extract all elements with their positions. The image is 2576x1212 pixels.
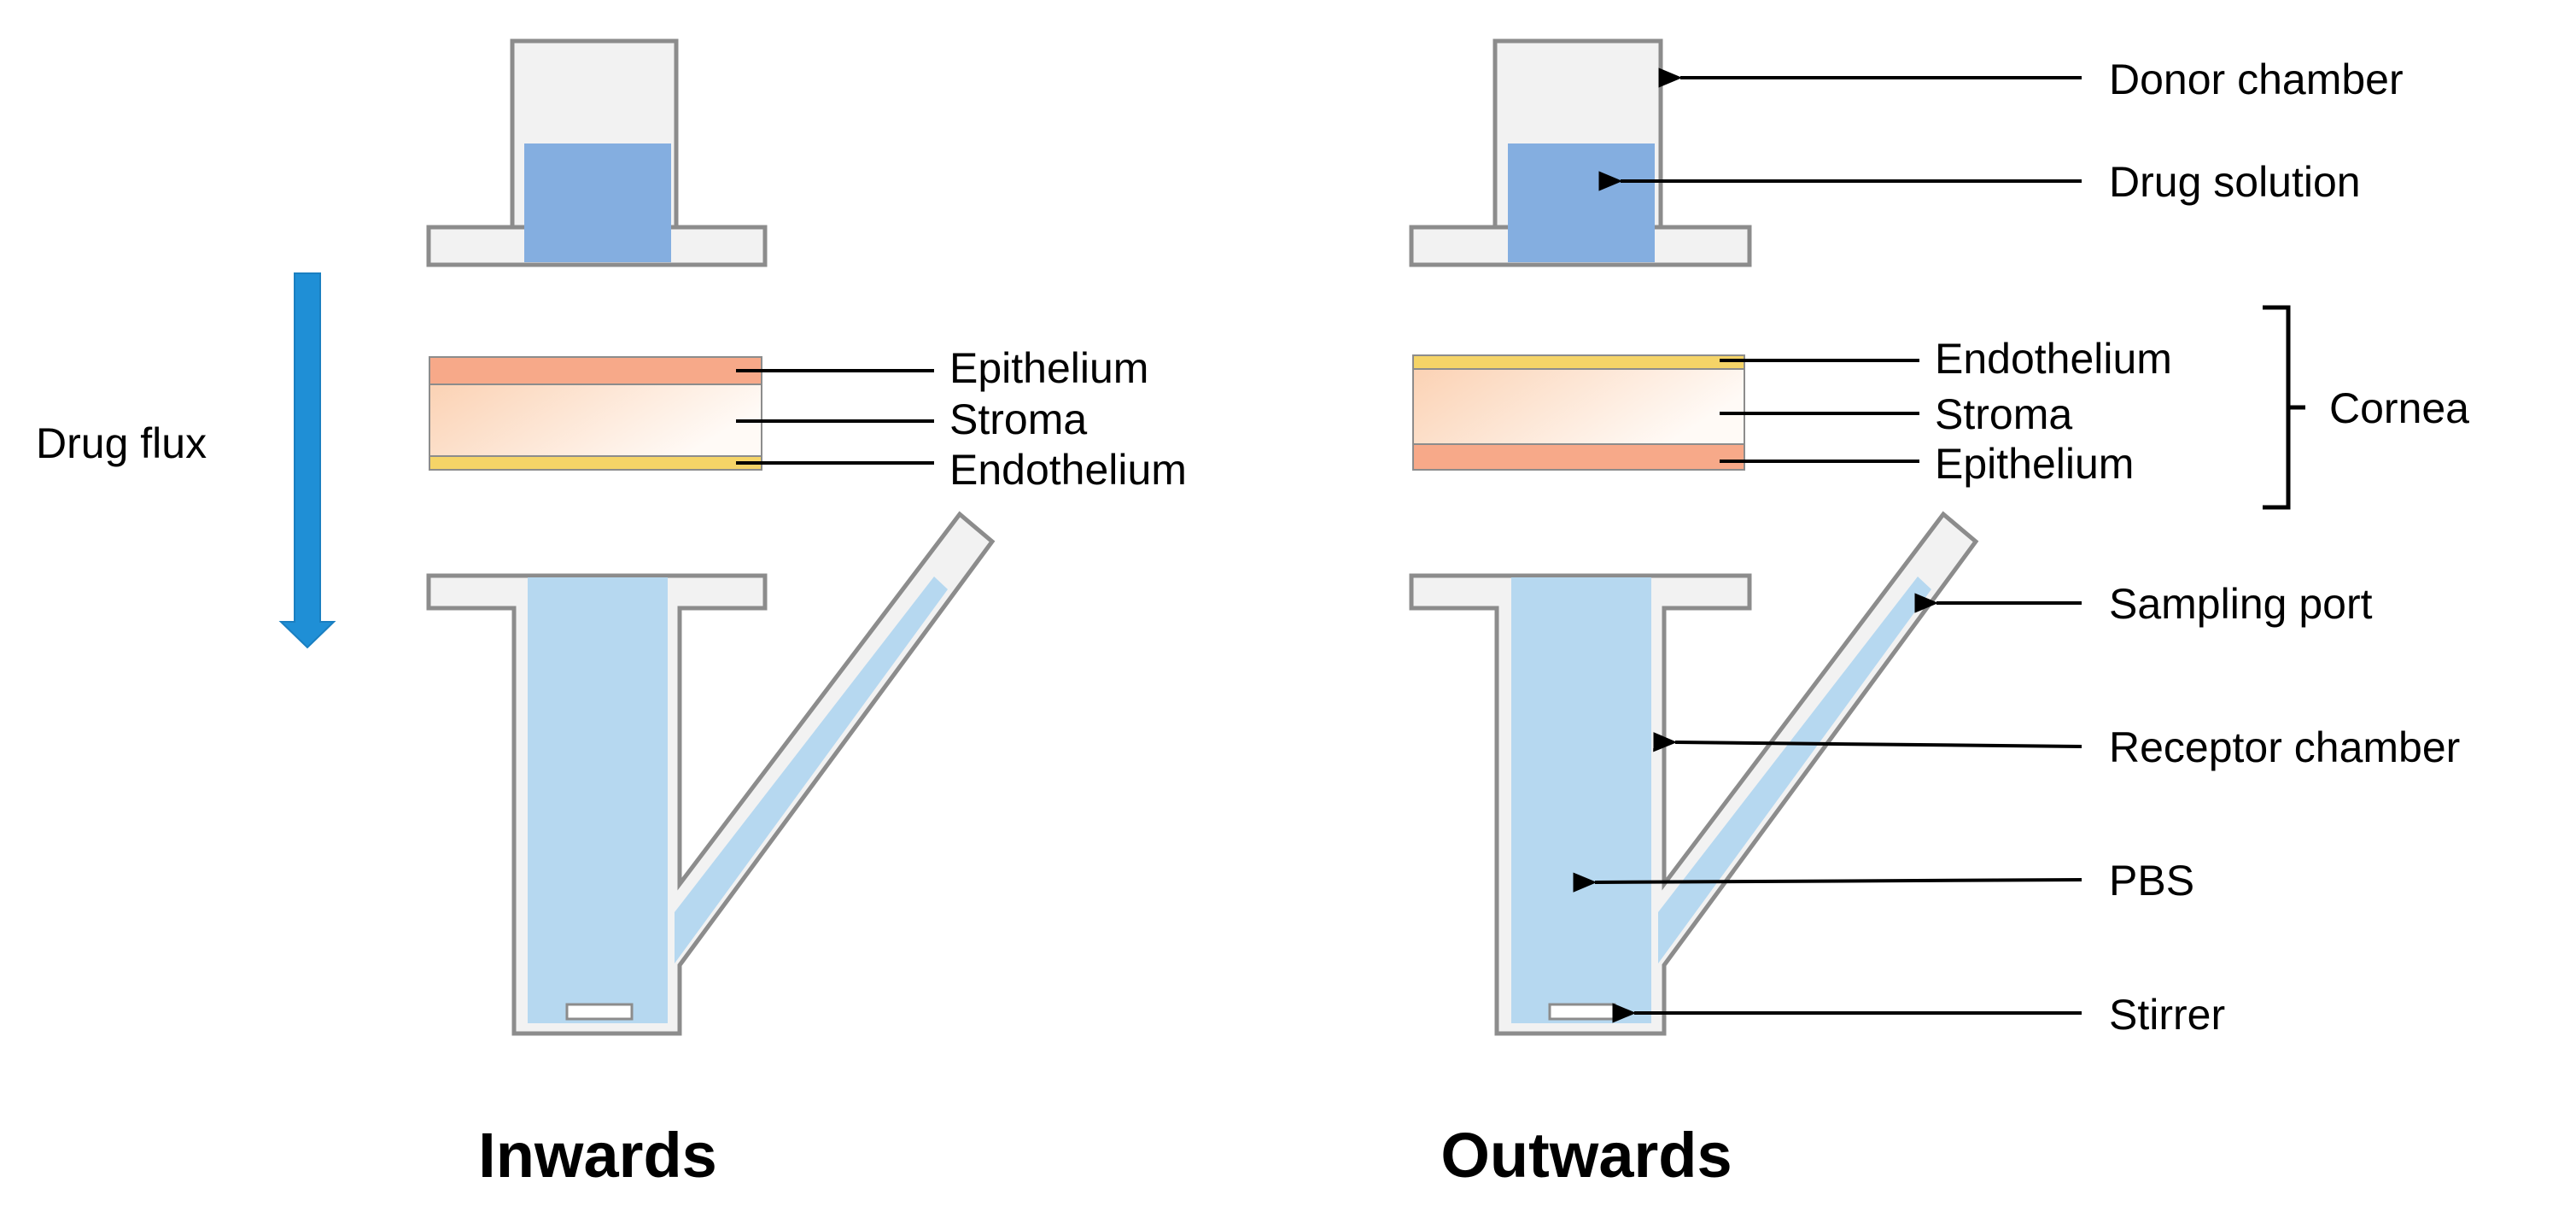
donor-chamber-inwards [426,38,768,267]
layer-label-inwards-1: Epithelium [949,344,1148,392]
drug-solution-label: Drug solution [2109,158,2361,206]
cornea-bracket [2263,305,2291,510]
cornea-label: Cornea [2329,384,2469,432]
layer-label-outwards-1: Endothelium [1935,335,2172,383]
donor-chamber-label: Donor chamber [2109,56,2404,103]
epithelium-layer-outwards [1412,443,1745,471]
receptor-chamber-label: Receptor chamber [2109,723,2460,771]
layer-label-outwards-3: Epithelium [1935,440,2134,488]
layer-label-inwards-2: Stroma [949,395,1087,443]
endothelium-layer-outwards [1412,354,1745,370]
epithelium-layer-inwards [429,356,762,385]
pbs-label: PBS [2109,857,2194,905]
stirrer-bar-inwards [565,1003,634,1021]
stirrer-bar-outwards [1548,1003,1616,1021]
donor-chamber-outwards [1409,38,1752,267]
receptor-chamber-pointer [1653,732,2082,752]
drug-solution-outwards [1508,143,1655,262]
cornea-outwards [1412,354,1745,471]
sampling-port-label: Sampling port [2109,580,2373,628]
stroma-layer-inwards [429,384,762,457]
pbs-pointer [1573,872,2082,893]
drug-solution-inwards [524,143,671,262]
layer-label-inwards-3: Endothelium [949,446,1187,494]
receptor-chamber-inwards [426,511,996,1036]
endothelium-layer-inwards [429,455,762,471]
outwards-panel: Endothelium Stroma Epithelium Cornea Don… [1409,38,2469,1191]
pbs-outwards [1511,577,1651,1023]
panel-title-outwards: Outwards [1440,1120,1732,1191]
stroma-layer-outwards [1412,368,1745,445]
stirrer-label: Stirrer [2109,991,2225,1039]
layer-label-outwards-2: Stroma [1935,390,2072,438]
panel-title-inwards: Inwards [478,1120,717,1191]
inwards-panel: Epithelium Stroma Endothelium Inwards [426,38,1187,1191]
pbs-port-inwards [675,577,948,963]
drug-flux-arrow [278,272,336,649]
cornea-inwards [429,356,762,471]
pbs-port-outwards [1658,577,1931,963]
pbs-inwards [528,577,668,1023]
drug-flux-label: Drug flux [36,419,207,467]
receptor-chamber-outwards [1409,511,1979,1036]
